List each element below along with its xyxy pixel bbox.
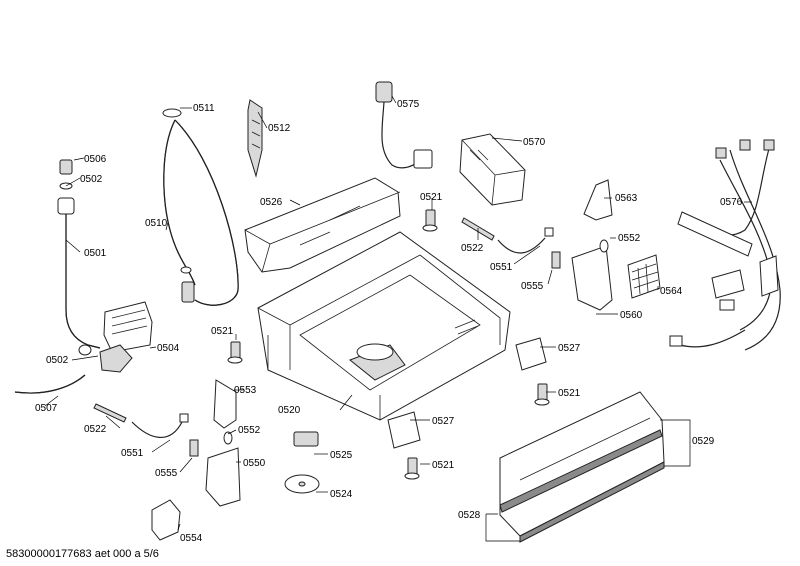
callout-0521-a: 0521 [420,192,443,203]
power-cord-part [375,81,433,169]
callout-0555-b: 0555 [155,468,178,479]
callout-0527-b: 0527 [432,416,455,427]
callout-0564: 0564 [660,286,683,297]
callout-0502-bottom: 0502 [46,355,69,366]
callout-0528: 0528 [458,510,481,521]
callout-0576: 0576 [720,197,743,208]
foot-part [387,337,547,449]
document-code: 58300000177683 aet 000 a 5/6 [6,548,159,560]
drain-hose-part [162,108,239,306]
screw-part [227,209,550,480]
wiring-harness-part [669,139,781,351]
cable-clip-part [627,254,661,299]
callout-0521-c: 0521 [558,388,581,399]
callout-0529: 0529 [692,436,715,447]
callout-0510: 0510 [145,218,168,229]
callout-0524: 0524 [330,489,353,500]
inlet-hose-part [57,159,101,356]
callout-0550: 0550 [243,458,266,469]
callout-0507: 0507 [35,403,58,414]
small-parts [151,431,320,541]
callout-0575: 0575 [397,99,420,110]
drain-tube-part [14,374,86,394]
callout-0522-a: 0522 [461,243,484,254]
callout-0552-b: 0552 [238,425,261,436]
control-module-part [459,133,526,206]
callout-0501: 0501 [84,248,107,259]
callout-0520: 0520 [278,405,301,416]
side-bracket-part [189,179,613,507]
leader-lines [44,95,752,542]
callout-0551-b: 0551 [121,448,144,459]
callout-0554: 0554 [180,533,203,544]
callout-0512: 0512 [268,123,291,134]
callout-labels: 0511 0512 0575 0570 0506 0502 0526 0521 … [35,99,743,544]
callout-0552-a: 0552 [618,233,641,244]
callout-0553: 0553 [234,385,257,396]
callout-0526: 0526 [260,197,283,208]
callout-0563: 0563 [615,193,638,204]
callout-0525: 0525 [330,450,353,461]
top-cover-part [244,177,401,273]
callout-0502-top: 0502 [80,174,103,185]
callout-0560: 0560 [620,310,643,321]
callout-0511: 0511 [193,103,215,114]
mounting-bracket-part [247,99,263,178]
inlet-valve-part [99,301,153,373]
callout-0506: 0506 [84,154,107,165]
callout-0555-a: 0555 [521,281,544,292]
callout-0521-d: 0521 [432,460,455,471]
callout-0522-b: 0522 [84,424,107,435]
callout-0521-b: 0521 [211,326,234,337]
base-tub-part [257,231,511,421]
callout-0570: 0570 [523,137,546,148]
callout-0527-a: 0527 [558,343,581,354]
kickplate-part [499,391,665,543]
callout-0504: 0504 [157,343,180,354]
callout-0551-a: 0551 [490,262,513,273]
